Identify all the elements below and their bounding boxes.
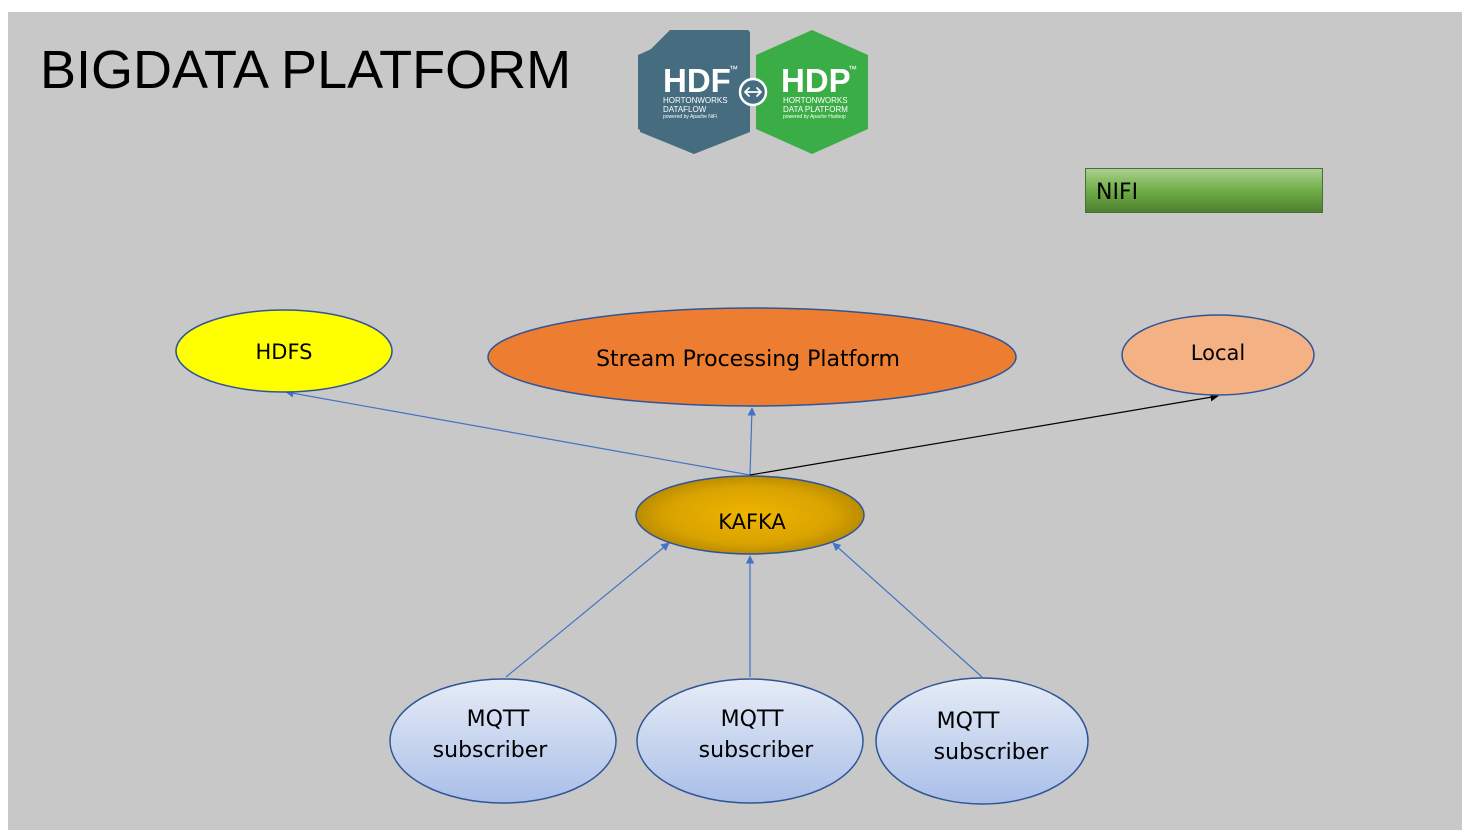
hdp-line3: powered by Apache Hadoop xyxy=(783,114,846,120)
hdp-line1: HORTONWORKS xyxy=(783,96,848,105)
mqtt1-line1: MQTT xyxy=(467,707,530,732)
double-arrow-icon xyxy=(738,77,768,107)
mqtt3-line1: MQTT xyxy=(937,709,1000,734)
edges xyxy=(285,389,1219,678)
stream-processing-node: Stream Processing Platform xyxy=(487,307,1017,407)
edge-kafka-stream xyxy=(747,407,756,476)
mqtt-subscriber-node-3: MQTT subscriber xyxy=(875,677,1089,805)
hdf-line2: DATAFLOW xyxy=(663,105,707,114)
hdf-logo: HDF ™ HORTONWORKS DATAFLOW powered by Ap… xyxy=(638,30,750,154)
mqtt3-line2: subscriber xyxy=(934,740,1050,765)
hdp-hexagon-shape xyxy=(756,30,868,154)
hdp-name: HDP xyxy=(781,62,851,99)
hdp-tm: ™ xyxy=(848,64,857,74)
edge-kafka-local xyxy=(749,393,1219,476)
mqtt2-line1: MQTT xyxy=(721,707,784,732)
stream-label: Stream Processing Platform xyxy=(596,347,900,372)
kafka-node: KAFKA xyxy=(635,475,865,555)
local-label: Local xyxy=(1191,341,1245,365)
hdf-name: HDF xyxy=(663,62,731,99)
hdf-line3: powered by Apache NiFi xyxy=(663,114,717,120)
hdf-tm: ™ xyxy=(729,64,738,74)
nifi-box: NIFI xyxy=(1085,168,1323,213)
hdfs-node: HDFS xyxy=(175,309,393,393)
mqtt1-line2: subscriber xyxy=(433,738,549,763)
diagram-svg: BIGDATA PLATFORM HDF ™ HORTONWORKS DATAF… xyxy=(40,30,1323,805)
mqtt-subscriber-node-1: MQTT subscriber xyxy=(389,678,617,804)
page-title: BIGDATA PLATFORM xyxy=(40,40,571,100)
hdf-line1: HORTONWORKS xyxy=(663,96,728,105)
edge-mqtt3-kafka xyxy=(832,542,983,678)
nifi-label: NIFI xyxy=(1096,180,1138,205)
edge-kafka-hdfs xyxy=(285,389,751,476)
mqtt2-line2: subscriber xyxy=(699,738,815,763)
mqtt-subscriber-node-2: MQTT subscriber xyxy=(636,678,864,804)
kafka-label: KAFKA xyxy=(718,510,786,534)
edge-mqtt1-kafka xyxy=(505,542,670,678)
hdp-line2: DATA PLATFORM xyxy=(783,105,848,114)
hdf-hexagon-shape xyxy=(638,30,750,154)
hdfs-label: HDFS xyxy=(255,340,312,364)
local-node: Local xyxy=(1121,314,1315,396)
hdp-logo: HDP ™ HORTONWORKS DATA PLATFORM powered … xyxy=(756,30,868,154)
slide-canvas: BIGDATA PLATFORM HDF ™ HORTONWORKS DATAF… xyxy=(8,12,1462,830)
